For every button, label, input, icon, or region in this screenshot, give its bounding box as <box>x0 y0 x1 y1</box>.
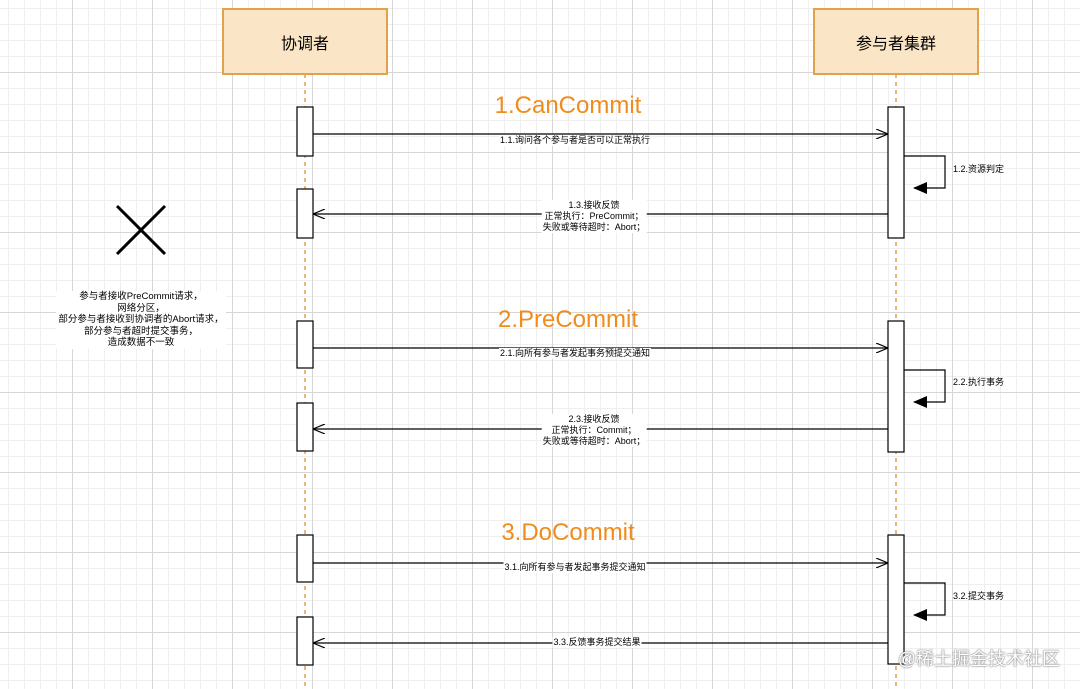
phase-title: 1.CanCommit <box>494 92 642 119</box>
response-line: 2.3.接收反馈 <box>568 414 620 424</box>
response-line: 正常执行：Commit； <box>551 425 637 435</box>
cohorts-activation <box>887 534 905 665</box>
response-line: 失败或等待超时：Abort； <box>542 222 646 232</box>
coordinator-activation <box>296 320 314 369</box>
failure-note-line: 部分参与者接收到协调者的Abort请求， <box>58 314 224 325</box>
response-label: 1.3.接收反馈 正常执行：PreCommit； 失败或等待超时：Abort； <box>541 200 647 233</box>
phase-title: 2.PreCommit <box>497 306 639 333</box>
watermark: @稀土掘金技术社区 <box>897 649 1060 669</box>
self-action-label: 2.2.执行事务 <box>953 377 1005 387</box>
coordinator-label: 协调者 <box>280 35 329 53</box>
response-line: 1.3.接收反馈 <box>568 200 620 210</box>
response-label: 3.3.反馈事务提交结果 <box>552 637 642 648</box>
coordinator-activation <box>296 616 314 666</box>
cohorts-activation <box>887 106 905 239</box>
cohorts-label: 参与者集群 <box>855 35 936 53</box>
coordinator-activation <box>296 106 314 157</box>
response-line: 正常执行：PreCommit； <box>544 211 644 221</box>
response-line: 失败或等待超时：Abort； <box>542 436 646 446</box>
phase-title: 3.DoCommit <box>501 519 635 546</box>
failure-note-line: 网络分区， <box>117 302 165 314</box>
failure-note-line: 造成数据不一致 <box>107 337 175 348</box>
self-action-label: 1.2.资源判定 <box>953 164 1005 174</box>
self-action-label: 3.2.提交事务 <box>953 591 1005 601</box>
request-label: 1.1.询问各个参与者是否可以正常执行 <box>498 135 652 146</box>
self-action-arrow <box>904 582 946 621</box>
cohorts-activation <box>887 320 905 453</box>
coordinator-activation <box>296 188 314 239</box>
request-label: 3.1.向所有参与者发起事务提交通知 <box>503 562 647 573</box>
self-action-arrow <box>904 369 946 408</box>
request-label: 2.1.向所有参与者发起事务预提交通知 <box>498 348 652 359</box>
response-line: 3.3.反馈事务提交结果 <box>553 637 641 647</box>
failure-note-line: 部分参与者超时提交事务， <box>83 325 198 337</box>
coordinator-box: 协调者 <box>222 8 388 75</box>
cohorts-box: 参与者集群 <box>813 8 979 75</box>
failure-note-line: 参与者接收PreCommit请求， <box>79 291 203 302</box>
failure-note: 参与者接收PreCommit请求， 网络分区， 部分参与者接收到协调者的Abor… <box>56 291 226 349</box>
coordinator-activation <box>296 402 314 452</box>
coordinator-activation <box>296 534 314 583</box>
failure-cross-icon <box>115 204 167 256</box>
self-action-arrow <box>904 155 946 194</box>
response-label: 2.3.接收反馈 正常执行：Commit； 失败或等待超时：Abort； <box>541 414 647 447</box>
